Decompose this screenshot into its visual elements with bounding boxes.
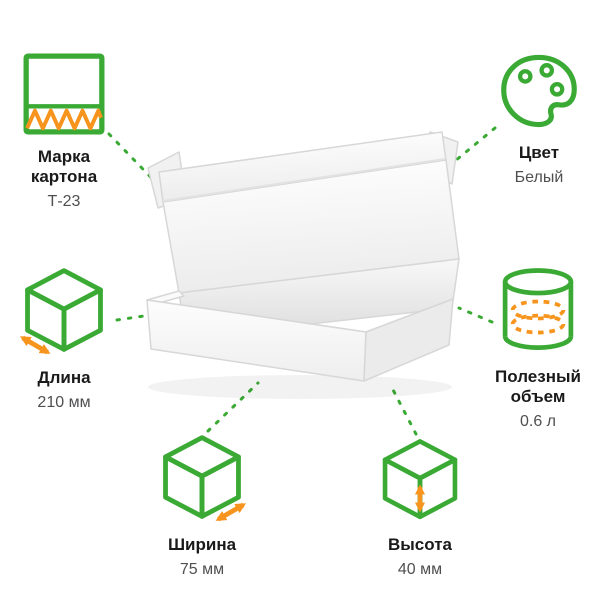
- palette-icon: [496, 48, 582, 134]
- spec-width: Ширина 75 мм: [144, 430, 260, 579]
- cylinder-volume-icon: [491, 262, 585, 358]
- spec-length: Длина 210 мм: [6, 263, 122, 412]
- spec-height: Высота 40 мм: [362, 434, 478, 579]
- spec-label: Цвет: [518, 143, 560, 162]
- mailer-box: [146, 131, 460, 399]
- cube-height-icon: [374, 434, 466, 526]
- box-end-face: [363, 298, 454, 382]
- corrugated-cardboard-icon: [20, 50, 108, 138]
- spec-value: 75 мм: [179, 561, 225, 579]
- box-shadow: [148, 375, 452, 399]
- connector-width: [206, 381, 260, 433]
- spec-label: Длина: [37, 368, 91, 387]
- connector-height: [388, 382, 418, 436]
- spec-value: 210 мм: [37, 394, 91, 412]
- spec-color: Цвет Белый: [478, 48, 600, 187]
- connector-length: [115, 314, 146, 322]
- spec-value: Белый: [514, 169, 564, 187]
- spec-useful-volume: Полезный объем 0.6 л: [474, 262, 600, 431]
- cube-length-icon: [16, 263, 112, 359]
- spec-value: Т-23: [47, 193, 81, 211]
- spec-label: Ширина: [167, 535, 237, 554]
- spec-label: Марка картона: [30, 147, 98, 187]
- spec-label: Полезный объем: [495, 367, 581, 407]
- spec-label: Высота: [388, 535, 452, 554]
- lid-fold-line: [162, 158, 446, 202]
- spec-value: 0.6 л: [519, 413, 557, 431]
- spec-value: 40 мм: [397, 561, 443, 579]
- cube-width-icon: [154, 430, 250, 526]
- spec-cardboard-grade: Марка картона Т-23: [6, 50, 122, 211]
- connector-color: [447, 126, 497, 168]
